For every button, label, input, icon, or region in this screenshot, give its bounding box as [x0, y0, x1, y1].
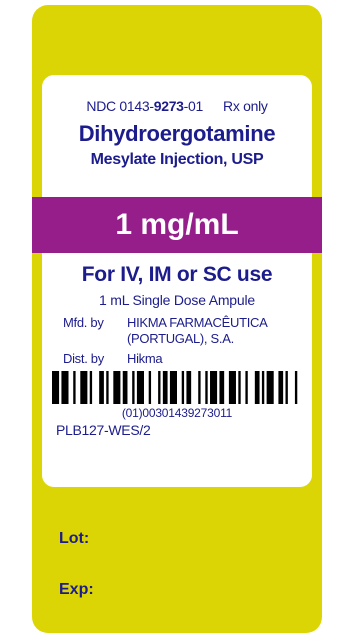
barcode-bar [113, 371, 121, 404]
barcode-bar [254, 371, 260, 404]
barcode-bar [228, 371, 236, 404]
barcode-bar [122, 371, 128, 404]
barcode-bar [205, 371, 208, 404]
barcode-image [52, 371, 298, 404]
drug-subtitle: Mesylate Injection, USP [90, 151, 264, 168]
route-of-administration: For IV, IM or SC use [81, 263, 273, 286]
drug-label: NDC 0143-9273-01 Rx only Dihydroergotamin… [32, 5, 322, 633]
ndc-product-code: 9273 [153, 98, 184, 114]
mfd-label: Mfd. by [63, 315, 104, 330]
barcode-number: (01)00301439273011 [121, 406, 233, 420]
barcode-bar [89, 371, 93, 404]
barcode-bar [261, 371, 265, 404]
barcode-bar [61, 371, 69, 404]
barcode-bar [148, 371, 152, 404]
barcode-bar [132, 371, 135, 404]
dist-label: Dist. by [63, 351, 104, 366]
ndc-suffix: -01 [183, 98, 204, 114]
manufacturer: HIKMA FARMACÊUTICA (PORTUGAL), S.A. [127, 315, 268, 346]
label-white-panel [42, 75, 312, 487]
barcode-bar [52, 371, 60, 404]
barcode-bar [266, 371, 274, 404]
barcode-bar [158, 371, 161, 404]
strength: 1 mg/mL [115, 208, 239, 241]
barcode-bar [162, 371, 168, 404]
lot-label: Lot: [59, 530, 90, 547]
barcode-bar [106, 371, 109, 404]
drug-name: Dihydroergotamine [78, 121, 276, 146]
barcode-bar [238, 371, 241, 404]
ndc-prefix: NDC 0143- [86, 98, 154, 114]
volume: 1 mL Single Dose Ampule [99, 292, 255, 308]
barcode-bar [169, 371, 177, 404]
ndc-line: NDC 0143-9273-01 Rx only [32, 98, 322, 114]
product-code: PLB127-WES/2 [56, 422, 151, 438]
barcode-bar [99, 371, 104, 404]
exp-label: Exp: [59, 581, 94, 598]
barcode-bar [219, 371, 225, 404]
barcode-bar [278, 371, 284, 404]
barcode-bar [285, 371, 288, 404]
barcode-bar [198, 371, 201, 404]
distributor: Hikma [127, 351, 163, 366]
barcode-bar [294, 371, 298, 404]
barcode-bar [80, 371, 88, 404]
barcode-bar [73, 371, 76, 404]
rx-only: Rx only [223, 98, 268, 114]
strength-band: 1 mg/mL [32, 197, 322, 253]
barcode-bar [245, 371, 248, 404]
barcode-bar [136, 371, 144, 404]
barcode-bar [181, 371, 185, 404]
barcode-bar [186, 371, 192, 404]
barcode-bar [210, 371, 218, 404]
